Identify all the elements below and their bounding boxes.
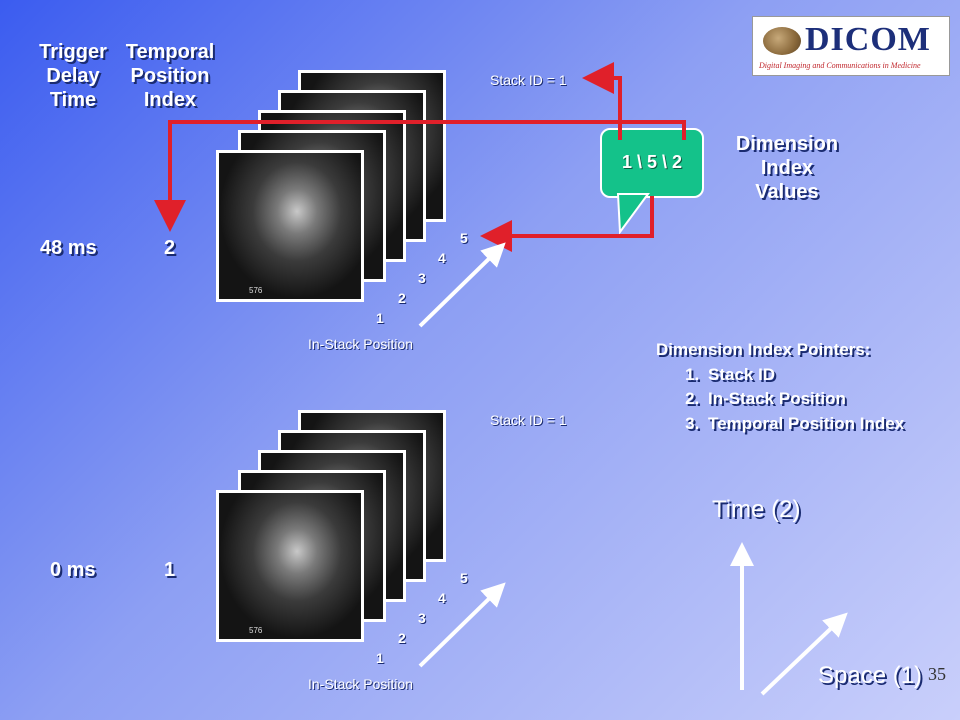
red-arrow-temporal-index [154,120,686,232]
pointer-item: In-Stack Position [704,387,904,412]
pointers-title: Dimension Index Pointers: [656,340,871,359]
pointer-item: Stack ID [704,363,904,388]
bottom-position-5: 5 [460,570,468,586]
dicom-logo: DICOM Digital Imaging and Communications… [752,16,950,76]
top-axis-label: In-Stack Position [308,336,414,352]
trigger-delay-header: Trigger Delay Time [39,41,107,111]
dimension-index-bubble: 1 \ 5 \ 2 [600,128,704,198]
top-position-4: 4 [438,250,446,266]
space-axis-arrow [760,612,848,696]
bottom-axis-label: In-Stack Position [308,676,414,692]
bottom-image-tag: 576 [249,626,263,635]
bottom-frame-1: 576 [216,490,364,642]
top-position-2: 2 [398,290,406,306]
bottom-stack-id: Stack ID = 1 [490,412,567,428]
top-position-5: 5 [460,230,468,246]
top-stack-id: Stack ID = 1 [490,72,567,88]
top-stack-arrow [418,242,506,328]
top-position-3: 3 [418,270,426,286]
top-index-value: 2 [164,237,176,259]
bottom-time-value: 0 ms [50,559,96,581]
globe-icon [763,27,801,55]
top-time-value: 48 ms [40,237,97,259]
bottom-stack-arrow [418,582,506,668]
bottom-position-4: 4 [438,590,446,606]
bubble-text: 1 \ 5 \ 2 [621,152,683,172]
dimension-index-header: Dimension Index Values [735,133,839,203]
red-arrow-in-stack-position [480,196,654,252]
dimension-index-pointers: Dimension Index Pointers: Stack ID In-St… [656,338,904,437]
red-arrow-stack-id [582,62,622,140]
top-image-tag: 576 [249,286,263,295]
bottom-position-2: 2 [398,630,406,646]
time-axis-label: Time (2) [712,496,801,523]
bottom-position-3: 3 [418,610,426,626]
top-frame-1: 576 [216,150,364,302]
bubble-tail [616,193,650,235]
logo-title: DICOM [805,21,931,58]
logo-subtitle: Digital Imaging and Communications in Me… [759,61,921,70]
top-position-1: 1 [376,310,384,326]
pointer-item: Temporal Position Index [704,412,904,437]
bottom-position-1: 1 [376,650,384,666]
temporal-position-header: Temporal Position Index [125,41,215,111]
bottom-index-value: 1 [164,559,176,581]
page-number: 35 [928,664,946,684]
space-axis-label: Space (1) [818,662,923,689]
